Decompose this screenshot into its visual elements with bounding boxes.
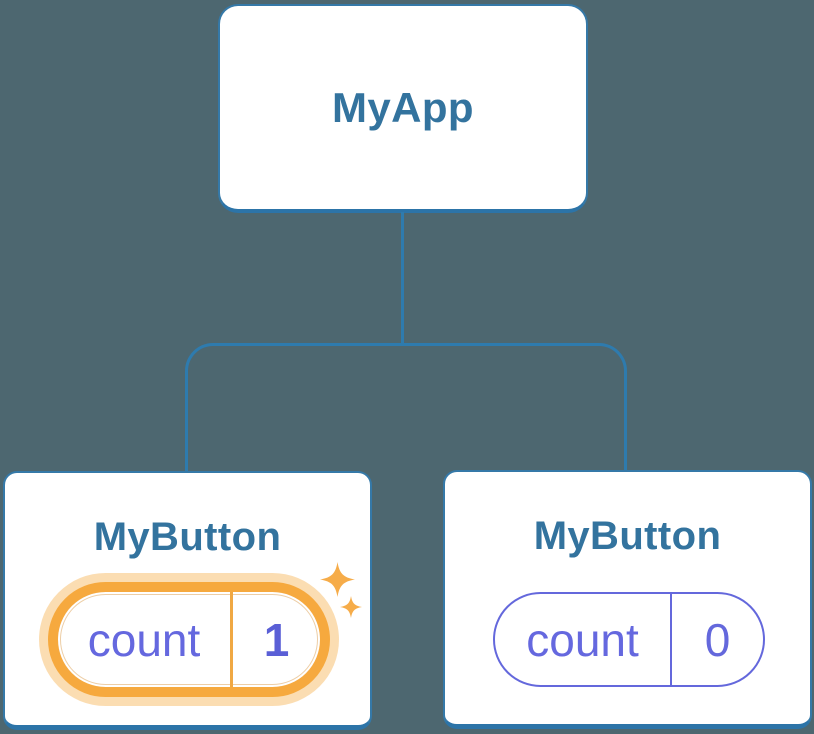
state-key-label: count bbox=[526, 613, 639, 666]
pill-divider bbox=[230, 592, 233, 687]
sparkle-icon bbox=[320, 562, 355, 597]
node-title: MyButton bbox=[93, 515, 282, 559]
state-pill-plain: count 0 bbox=[493, 592, 765, 687]
state-value-label: 0 bbox=[704, 613, 731, 666]
connector-stem bbox=[401, 212, 404, 345]
connector-bracket bbox=[185, 343, 627, 471]
node-title: MyButton bbox=[533, 514, 722, 558]
state-value-cell: 0 bbox=[672, 594, 763, 685]
tree-node-myapp: MyApp bbox=[218, 4, 588, 213]
sparkle-icon bbox=[340, 596, 362, 618]
state-pill-highlighted: count 1 bbox=[48, 582, 330, 697]
node-title: MyApp bbox=[332, 83, 474, 131]
pill-divider bbox=[670, 594, 672, 685]
state-key-cell: count bbox=[495, 594, 670, 685]
state-key-cell: count bbox=[58, 592, 230, 687]
state-value-cell: 1 bbox=[233, 592, 320, 687]
tree-node-mybutton-right: MyButton count 0 bbox=[443, 470, 812, 729]
tree-node-mybutton-left: MyButton count 1 bbox=[3, 471, 372, 730]
state-value-label: 1 bbox=[263, 613, 290, 666]
state-key-label: count bbox=[87, 613, 201, 666]
